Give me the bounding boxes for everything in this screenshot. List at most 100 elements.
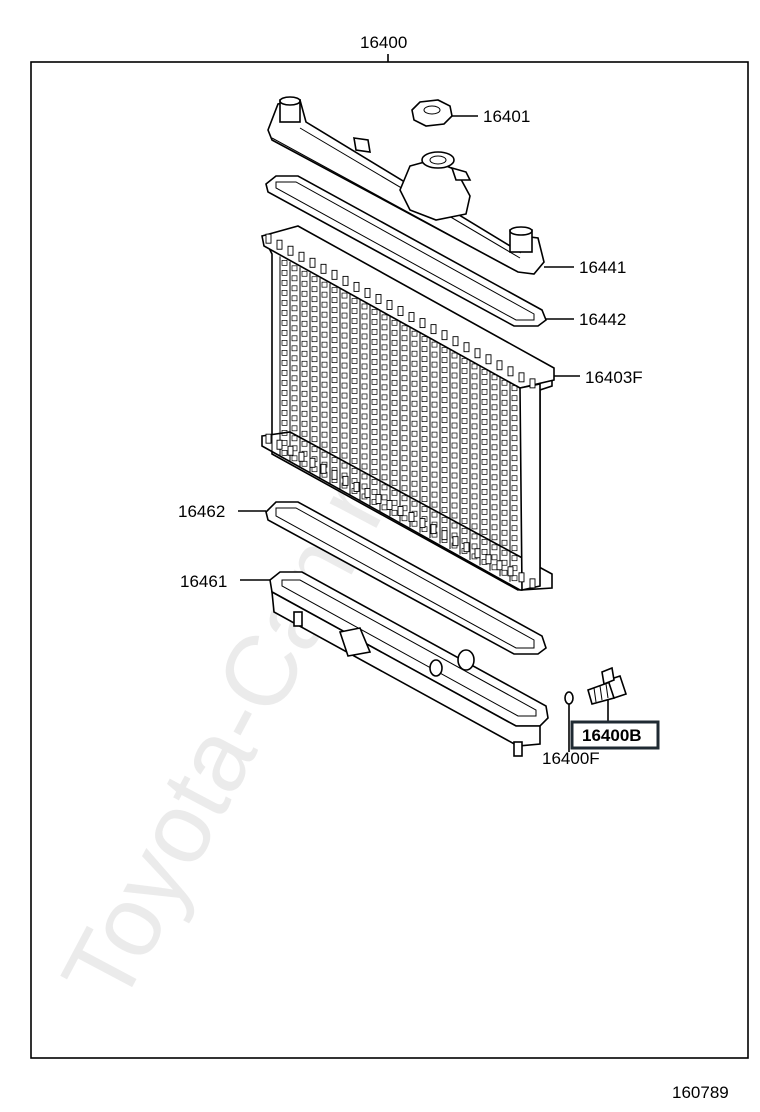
core-fin-cell	[451, 412, 458, 419]
drain-o-ring[interactable]	[564, 691, 574, 705]
core-fin-cell	[371, 469, 378, 475]
drain-cock-plug[interactable]	[587, 666, 628, 705]
callout-16462[interactable]: 16462	[178, 502, 225, 521]
core-fin-cell	[381, 334, 388, 341]
core-fin-cell	[441, 507, 448, 513]
core-fin-cell	[471, 393, 478, 400]
core-fin-cell	[391, 379, 398, 386]
core-fin-cell	[421, 336, 428, 343]
core-fin-cell	[421, 436, 428, 443]
header-tab	[430, 524, 437, 535]
core-fin-cell	[511, 425, 518, 432]
header-tab	[386, 300, 393, 310]
core-fin-cell	[311, 446, 318, 453]
core-fin-cell	[371, 369, 378, 375]
callout-16400B[interactable]: 16400B	[582, 726, 642, 745]
core-fin-cell	[441, 447, 448, 453]
header-tab	[287, 445, 294, 456]
core-fin-cell	[391, 369, 398, 376]
core-fin-cell	[501, 389, 508, 396]
core-fin-cell	[431, 441, 438, 448]
core-fin-cell	[321, 411, 328, 418]
core-fin-cell	[501, 399, 508, 406]
callout-16400F[interactable]: 16400F	[542, 749, 600, 768]
core-fin-cell	[281, 420, 288, 426]
core-fin-cell	[441, 377, 448, 383]
core-fin-cell	[371, 449, 378, 455]
header-tab	[452, 336, 459, 347]
core-fin-cell	[491, 464, 498, 471]
core-fin-cell	[281, 360, 288, 366]
core-fin-cell	[281, 450, 288, 456]
core-fin-cell	[431, 341, 438, 348]
radiator-cap[interactable]	[411, 99, 453, 127]
core-fin-cell	[301, 320, 308, 327]
header-tab	[276, 239, 283, 250]
radiator-core[interactable]	[261, 225, 555, 591]
core-fin-cell	[291, 285, 298, 292]
core-fin-cell	[421, 406, 428, 413]
header-tab	[441, 530, 448, 541]
lower-gasket[interactable]	[265, 501, 547, 655]
core-fin-cell	[491, 444, 498, 451]
header-tab	[320, 263, 327, 274]
core-fin-cell	[411, 390, 418, 397]
core-fin-cell	[381, 414, 388, 421]
core-fin-cell	[461, 458, 468, 464]
core-fin-cell	[481, 529, 488, 535]
header-tab	[342, 475, 349, 486]
core-fin-cell	[371, 349, 378, 355]
callout-16442[interactable]: 16442	[579, 310, 626, 329]
core-fin-cell	[311, 406, 318, 413]
core-fin-cell	[301, 290, 308, 297]
core-fin-cell	[331, 297, 338, 303]
core-fin-cell	[451, 472, 458, 479]
core-fin-cell	[461, 368, 468, 374]
core-fin-cell	[511, 435, 518, 442]
callout-16401[interactable]: 16401	[483, 107, 530, 126]
core-fin-cell	[491, 494, 498, 501]
header-tab	[529, 578, 536, 589]
core-fin-cell	[401, 365, 408, 372]
callout-16403F[interactable]: 16403F	[585, 368, 643, 387]
core-fins	[279, 256, 518, 582]
core-fin-cell	[401, 345, 408, 352]
upper-gasket[interactable]	[265, 175, 547, 327]
core-fin-cell	[461, 378, 468, 384]
core-fin-cell	[421, 486, 428, 493]
core-fin-cell	[381, 444, 388, 451]
core-fin-cell	[291, 435, 298, 442]
core-fin-cell	[481, 549, 488, 555]
core-fin-cell	[401, 415, 408, 422]
core-fin-cell	[421, 446, 428, 453]
core-fin-cell	[471, 373, 478, 380]
core-fin-cell	[461, 448, 468, 454]
header-tab	[408, 512, 415, 523]
callout-16461[interactable]: 16461	[180, 572, 227, 591]
core-fin-cell	[471, 423, 478, 430]
core-fin-cell	[451, 492, 458, 499]
core-fin-cell	[471, 453, 478, 460]
core-fin-cell	[401, 455, 408, 462]
core-fin-cell	[341, 352, 348, 359]
core-fin-cell	[291, 425, 298, 432]
lower-tank[interactable]	[269, 571, 549, 757]
core-fin-cell	[391, 349, 398, 356]
core-fin-cell	[341, 412, 348, 419]
core-fin-cell	[511, 415, 518, 422]
core-fin-cell	[391, 329, 398, 336]
core-fin-cell	[441, 367, 448, 373]
header-tab	[298, 451, 305, 462]
core-fin-cell	[311, 316, 318, 323]
core-fin-cell	[401, 435, 408, 442]
callout-16400[interactable]: 16400	[360, 33, 407, 52]
core-fin-cell	[291, 345, 298, 352]
core-fin-cell	[451, 442, 458, 449]
core-fin-cell	[341, 462, 348, 469]
core-fin-cell	[511, 445, 518, 452]
core-fin-cell	[481, 469, 488, 475]
core-fin-cell	[381, 424, 388, 431]
upper-tank[interactable]	[267, 96, 545, 275]
core-fin-cell	[331, 327, 338, 333]
callout-16441[interactable]: 16441	[579, 258, 626, 277]
